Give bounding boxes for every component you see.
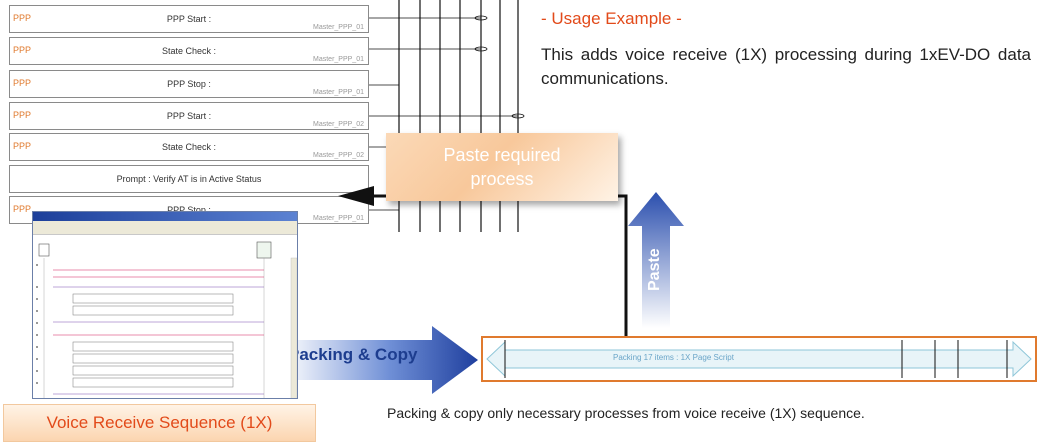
sequence-row[interactable]: PPP PPP Stop : Master_PPP_01 [9,70,369,98]
paste-box-line1: Paste required [443,145,561,165]
row-label: PPP Stop : [167,79,211,89]
sequence-row[interactable]: PPP State Check : Master_PPP_01 [9,37,369,65]
mini-toolbar [33,227,297,235]
protocol-tag: PPP [13,13,32,23]
packing-copy-label: Packing & Copy [288,345,418,364]
protocol-tag: PPP [13,204,32,214]
paste-label: Paste [646,248,663,292]
voice-sequence-screenshot [32,211,298,399]
master-label: Master_PPP_01 [313,89,364,96]
row-label: PPP Start : [166,14,212,24]
protocol-tag: PPP [13,141,32,151]
packing-bar-label: Packing 17 items : 1X Page Script [613,353,734,362]
footer-note: Packing & copy only necessary processes … [387,405,865,421]
row-label: State Check : [161,46,217,56]
row-label: PPP Stop : [167,205,211,215]
mini-menu-bar [33,221,297,227]
row-label: PPP Start : [166,111,212,121]
protocol-tag: PPP [13,45,32,55]
sequence-row[interactable]: PPP State Check : Master_PPP_02 [9,133,369,161]
packing-bar[interactable]: Packing 17 items : 1X Page Script [481,336,1037,382]
paste-process-box: Paste required process [386,133,618,201]
row-label: Prompt : Verify AT is in Active Status [116,174,262,184]
sequence-row[interactable]: PPP PPP Start : Master_PPP_01 [9,5,369,33]
protocol-tag: PPP [13,110,32,120]
master-label: Master_PPP_02 [313,121,364,128]
protocol-tag: PPP [13,78,32,88]
master-label: Master_PPP_02 [313,152,364,159]
paste-box-line2: process [470,169,534,189]
master-label: Master_PPP_01 [313,56,364,63]
packing-bar-graphic [486,340,1032,378]
mini-title-bar [33,212,297,221]
packing-copy-arrow [282,326,478,394]
row-label: State Check : [161,142,217,152]
usage-title: - Usage Example - [541,9,682,28]
sequence-row[interactable]: PPP PPP Start : Master_PPP_02 [9,102,369,130]
master-label: Master_PPP_01 [313,215,364,222]
usage-description: This adds voice receive (1X) processing … [541,45,1031,88]
prompt-row[interactable]: Prompt : Verify AT is in Active Status [9,165,369,193]
master-label: Master_PPP_01 [313,24,364,31]
mini-sequence-graphic [36,241,297,398]
paste-up-arrow [628,192,684,328]
voice-receive-label: Voice Receive Sequence (1X) [3,404,316,442]
